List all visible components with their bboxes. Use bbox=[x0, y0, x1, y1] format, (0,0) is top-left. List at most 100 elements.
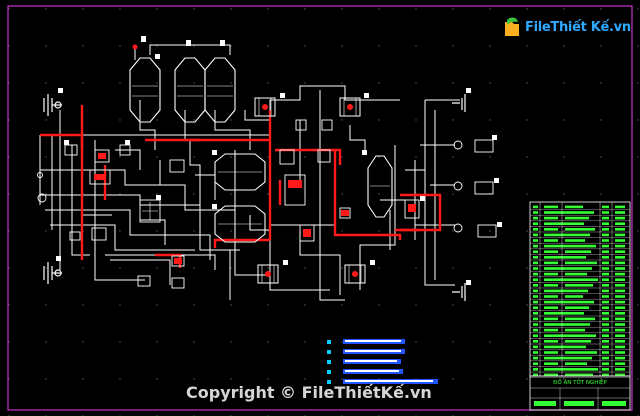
table-cell-text bbox=[602, 351, 609, 354]
table-cell-text bbox=[544, 228, 558, 231]
table-cell-text bbox=[615, 211, 625, 214]
table-cell-text bbox=[602, 373, 609, 377]
table-cell-text bbox=[544, 261, 558, 265]
table-cell-text bbox=[615, 345, 625, 349]
table-cell-text bbox=[533, 222, 538, 225]
table-cell-text bbox=[565, 250, 591, 253]
table-cell-text bbox=[615, 284, 625, 287]
drawing-frame bbox=[7, 5, 633, 411]
table-cell-text bbox=[533, 317, 538, 321]
table-cell-text bbox=[615, 373, 625, 377]
table-cell-text bbox=[602, 284, 609, 287]
table-cell-text bbox=[533, 351, 538, 354]
table-cell-text bbox=[544, 300, 565, 304]
table-cell-text bbox=[615, 295, 625, 298]
watermark-logo-text: FileThiết Kế.vn bbox=[525, 19, 631, 35]
valve-11 bbox=[404, 199, 420, 219]
table-cell-text bbox=[615, 340, 625, 343]
table-cell-text bbox=[544, 317, 558, 321]
table-cell-text bbox=[565, 228, 595, 231]
table-cell-text bbox=[544, 334, 565, 337]
table-cell-text bbox=[544, 328, 558, 332]
table-cell-text bbox=[565, 345, 586, 349]
table-cell-text bbox=[565, 334, 596, 337]
table-cell-text bbox=[602, 317, 609, 321]
parts-list-table bbox=[529, 201, 631, 378]
table-cell-text bbox=[544, 356, 565, 360]
table-cell-text bbox=[602, 244, 609, 248]
table-cell-text bbox=[533, 272, 538, 276]
table-cell-text bbox=[544, 267, 565, 270]
relay-valve bbox=[139, 199, 161, 223]
table-cell-text bbox=[565, 278, 598, 281]
valve-6 bbox=[69, 231, 81, 241]
table-cell-text bbox=[565, 205, 583, 209]
table-cell-text bbox=[533, 356, 538, 360]
actuator-top-left bbox=[254, 97, 276, 117]
valve-16 bbox=[171, 277, 185, 289]
red-components bbox=[94, 44, 416, 264]
table-cell-text bbox=[544, 289, 565, 293]
table-cell-text bbox=[602, 233, 609, 237]
table-cell-text bbox=[602, 368, 609, 371]
table-cell-text bbox=[602, 323, 609, 326]
brake-chambers-right bbox=[452, 94, 466, 301]
table-cell-text bbox=[533, 233, 538, 237]
table-cell-text bbox=[533, 340, 538, 343]
table-cell-text bbox=[533, 267, 538, 270]
air-tank-1 bbox=[129, 57, 161, 123]
table-cell-text bbox=[602, 205, 609, 209]
table-cell-text bbox=[615, 267, 625, 270]
table-cell-text bbox=[533, 295, 538, 298]
wheel-chamber-bottom-left bbox=[43, 262, 62, 284]
table-cell-text bbox=[565, 312, 584, 315]
table-cell-text bbox=[602, 222, 609, 225]
table-cell-text bbox=[544, 295, 558, 298]
table-cell-text bbox=[615, 317, 625, 321]
table-cell-text bbox=[533, 216, 538, 220]
table-cell-text bbox=[602, 345, 609, 349]
table-cell-text bbox=[533, 244, 538, 248]
table-cell-text bbox=[544, 205, 558, 209]
table-cell-text bbox=[615, 205, 625, 209]
table-cell-text bbox=[602, 362, 609, 365]
table-cell-text bbox=[565, 328, 585, 332]
valve-12 bbox=[474, 139, 494, 153]
table-cell-text bbox=[565, 256, 586, 259]
table-cell-text bbox=[615, 368, 625, 371]
table-cell-text bbox=[565, 362, 587, 365]
table-cell-text bbox=[615, 351, 625, 354]
wheel-chamber-top-left bbox=[43, 94, 62, 116]
table-cell-text bbox=[533, 289, 538, 293]
valve-13 bbox=[474, 181, 494, 195]
valve-20 bbox=[295, 119, 307, 131]
table-cell-text bbox=[602, 250, 609, 253]
table-cell-text bbox=[565, 233, 590, 237]
valve-14 bbox=[477, 224, 497, 238]
table-cell-text bbox=[602, 356, 609, 360]
table-cell-text bbox=[544, 222, 565, 225]
table-cell-text bbox=[533, 300, 538, 304]
table-cell-text bbox=[565, 368, 598, 371]
table-cell-text bbox=[602, 267, 609, 270]
table-cell-text bbox=[602, 211, 609, 214]
valve-7 bbox=[299, 224, 315, 242]
table-cell-text bbox=[602, 328, 609, 332]
valve-15 bbox=[169, 159, 185, 173]
table-cell-text bbox=[602, 261, 609, 265]
table-cell-text bbox=[544, 323, 565, 326]
table-cell-text bbox=[602, 289, 609, 293]
valve-8 bbox=[279, 149, 295, 165]
table-cell-text bbox=[565, 284, 593, 287]
table-cell-text bbox=[533, 256, 538, 259]
table-cell-text bbox=[565, 272, 587, 276]
table-cell-text bbox=[544, 362, 558, 365]
table-cell-text bbox=[615, 239, 625, 242]
table-cell-text bbox=[533, 250, 538, 253]
table-cell-text bbox=[533, 373, 538, 377]
actuator-bottom-left bbox=[257, 264, 279, 284]
copyright-watermark: Copyright © FileThiếtKế.vn bbox=[186, 383, 432, 402]
table-cell-text bbox=[565, 239, 585, 242]
table-cell-text bbox=[602, 228, 609, 231]
